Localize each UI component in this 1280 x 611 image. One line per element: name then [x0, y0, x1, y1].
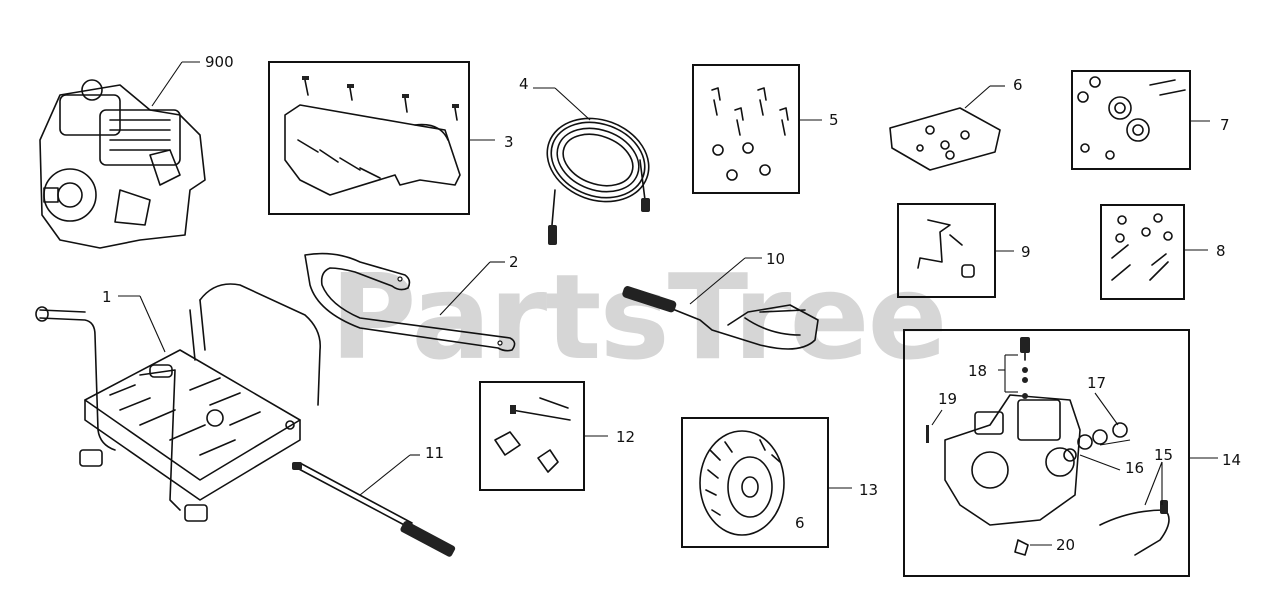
bag-part-6[interactable]	[889, 107, 1001, 171]
bracket-part-9[interactable]	[917, 219, 975, 278]
box-part-3	[268, 61, 470, 215]
handle-part-2[interactable]	[304, 252, 516, 352]
callout-11: 11	[425, 444, 444, 462]
wheel-part-13[interactable]: 6	[699, 430, 805, 536]
bolts-part-5[interactable]	[711, 87, 789, 181]
hose-part-4[interactable]	[535, 105, 660, 245]
callout-6: 6	[1013, 76, 1023, 94]
box-part-14	[903, 329, 1190, 577]
axle-kit-part-12[interactable]	[494, 397, 571, 473]
callout-3: 3	[504, 133, 514, 151]
callout-18: 18	[968, 362, 987, 380]
callout-16: 16	[1125, 459, 1144, 477]
box-part-8	[1100, 204, 1185, 300]
pump-part-14[interactable]	[926, 337, 1170, 556]
callout-14: 14	[1222, 451, 1241, 469]
box-part-7	[1071, 70, 1191, 170]
panel-part-3[interactable]	[284, 76, 461, 196]
box-part-13	[681, 417, 829, 548]
spray-gun-part-10[interactable]	[621, 285, 819, 350]
wand-part-11[interactable]	[292, 462, 456, 558]
callout-10: 10	[766, 250, 785, 268]
callout-13: 13	[859, 481, 878, 499]
callout-4: 4	[519, 75, 529, 93]
callout-9: 9	[1021, 243, 1031, 261]
tire-mark: 6	[795, 514, 805, 532]
bolts-part-8[interactable]	[1111, 213, 1173, 281]
callout-7: 7	[1220, 116, 1230, 134]
wheel-hardware-part-7[interactable]	[1077, 76, 1186, 160]
callout-12: 12	[616, 428, 635, 446]
callout-19: 19	[938, 390, 957, 408]
callout-1: 1	[102, 288, 112, 306]
box-part-5	[692, 64, 800, 194]
callout-15: 15	[1154, 446, 1173, 464]
callout-5: 5	[829, 111, 839, 129]
watermark: PartsTree	[330, 248, 946, 386]
callout-900: 900	[205, 53, 234, 71]
box-part-12	[479, 381, 585, 491]
callout-8: 8	[1216, 242, 1226, 260]
callout-20: 20	[1056, 536, 1075, 554]
callout-2: 2	[509, 253, 519, 271]
frame-part-1[interactable]	[35, 283, 322, 522]
engine-part-900[interactable]	[39, 79, 206, 249]
callout-17: 17	[1087, 374, 1106, 392]
